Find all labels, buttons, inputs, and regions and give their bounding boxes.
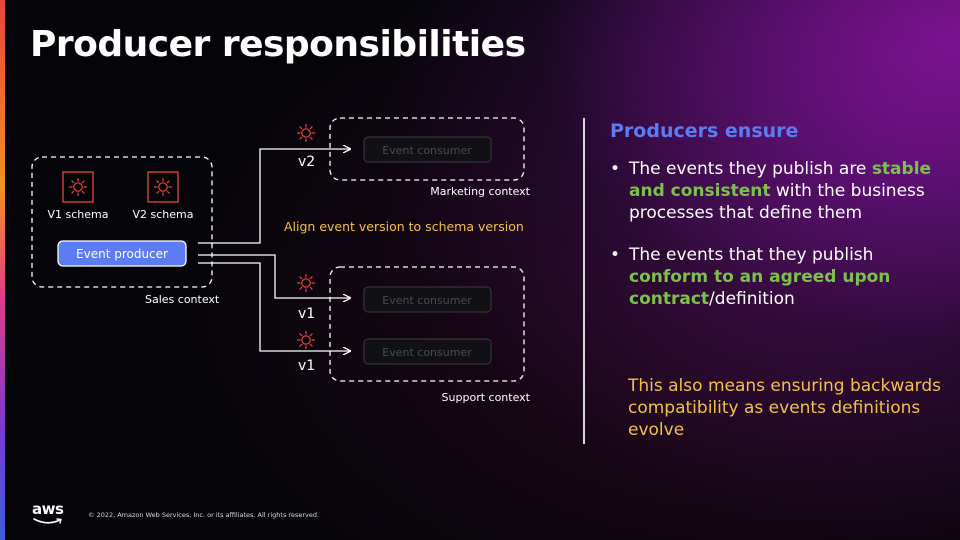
event-producer-box xyxy=(57,240,187,267)
v2-schema-label: V2 schema xyxy=(133,208,194,221)
marketing-context-group: Event consumer Marketing context xyxy=(329,117,531,198)
bullet-text: with the business processes that define … xyxy=(629,181,925,223)
connector-to-support-2 xyxy=(198,262,350,351)
bullet-text: The events that they publish xyxy=(629,245,874,265)
vertical-divider xyxy=(583,118,585,444)
version-v1-label: v1 xyxy=(298,306,315,322)
bullet-highlight: conform to an agreed upon contract xyxy=(629,267,891,309)
responsibility-list: • The events they publish are stable and … xyxy=(610,158,946,330)
event-consumer-label: Event consumer xyxy=(382,294,472,307)
version-v1-label: v1 xyxy=(298,358,315,374)
copyright-text: © 2022, Amazon Web Services, Inc. or its… xyxy=(88,511,320,519)
aws-smile-icon xyxy=(33,518,62,524)
event-icon xyxy=(296,273,316,293)
align-version-note: Align event version to schema version xyxy=(284,219,524,234)
connector-to-marketing xyxy=(198,149,350,244)
event-consumer-label: Event consumer xyxy=(382,144,472,157)
accent-bar xyxy=(0,0,5,540)
slide-title: Producer responsibilities xyxy=(30,24,526,65)
bullet-highlight: stable and consistent xyxy=(629,159,932,201)
v1-schema-icon xyxy=(62,171,94,203)
event-consumer-label: Event consumer xyxy=(382,346,472,359)
marketing-context-label: Marketing context xyxy=(430,185,530,198)
bullet-dot: • xyxy=(610,245,621,265)
support-context-group: Event consumer Event consumer Support co… xyxy=(329,266,531,404)
version-v2-label: v2 xyxy=(298,154,315,170)
v1-schema-label: V1 schema xyxy=(48,208,109,221)
sales-context-label: Sales context xyxy=(145,293,220,306)
event-producer-label: Event producer xyxy=(76,247,168,261)
aws-logo-text: aws xyxy=(32,500,64,518)
list-item: • The events they publish are stable and … xyxy=(610,158,946,224)
event-icon xyxy=(296,330,316,350)
connector-to-support-1 xyxy=(198,254,350,298)
event-consumer-box xyxy=(363,136,492,163)
v2-schema-icon xyxy=(147,171,179,203)
event-flow-diagram: Sales context V1 schema V2 schema Event … xyxy=(31,117,531,404)
list-item: • The events that they publish conform to… xyxy=(610,244,946,310)
producers-heading: Producers ensure xyxy=(610,120,799,142)
event-icon xyxy=(296,123,316,143)
bullet-dot: • xyxy=(610,159,621,179)
event-consumer-box xyxy=(363,286,492,313)
support-context-boundary xyxy=(329,266,525,382)
compatibility-note: This also means ensuring backwards compa… xyxy=(628,376,942,440)
bullet-text: The events they publish are xyxy=(629,159,872,179)
marketing-context-boundary xyxy=(329,117,525,181)
bullet-text: /definition xyxy=(709,289,795,309)
sales-context-group: Sales context V1 schema V2 schema Event … xyxy=(31,156,220,306)
support-context-label: Support context xyxy=(442,391,531,404)
sales-context-boundary xyxy=(31,156,213,288)
event-consumer-box xyxy=(363,338,492,365)
event-connectors xyxy=(198,149,350,351)
aws-logo: aws xyxy=(32,500,66,526)
